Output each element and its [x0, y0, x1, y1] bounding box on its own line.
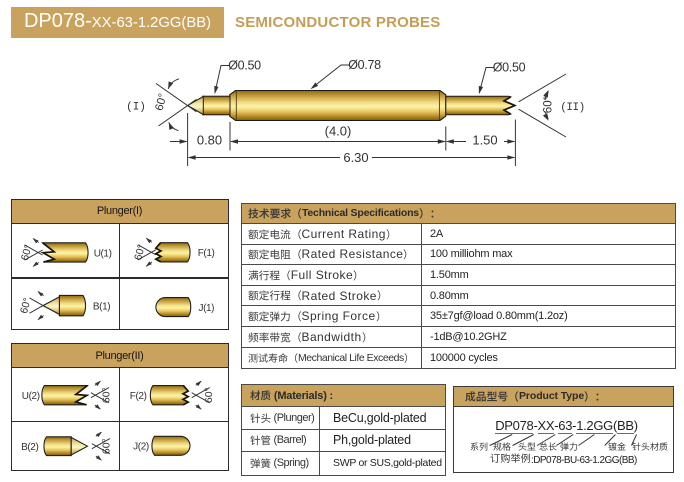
svg-text:Ø0.78: Ø0.78	[348, 58, 381, 72]
svg-text:F(1): F(1)	[197, 248, 214, 259]
svg-text:U(1): U(1)	[93, 248, 111, 259]
svg-text:Ø0.50: Ø0.50	[493, 61, 526, 75]
svg-text:60°: 60°	[19, 243, 34, 261]
svg-text:Ø0.50: Ø0.50	[228, 59, 261, 73]
svg-text:J(1): J(1)	[198, 302, 214, 313]
svg-text:6.30: 6.30	[343, 150, 368, 165]
svg-text:U(2): U(2)	[21, 391, 39, 402]
svg-text:60°: 60°	[154, 92, 170, 112]
svg-text:60°: 60°	[203, 387, 214, 403]
svg-text:1.50: 1.50	[472, 132, 497, 147]
svg-text:60°: 60°	[543, 96, 555, 113]
svg-text:B(2): B(2)	[21, 442, 38, 453]
svg-text:60°: 60°	[101, 438, 112, 454]
svg-text:60°: 60°	[19, 296, 34, 314]
svg-text:J(2): J(2)	[133, 441, 149, 452]
svg-text:(4.0): (4.0)	[325, 123, 352, 138]
svg-text:60°: 60°	[133, 243, 148, 261]
svg-text:0.80: 0.80	[197, 132, 222, 147]
svg-text:F(2): F(2)	[129, 391, 146, 402]
svg-text:60°: 60°	[101, 387, 112, 403]
svg-text:(I): (I)	[126, 102, 146, 114]
svg-text:B(1): B(1)	[92, 301, 109, 312]
svg-text:(II): (II)	[560, 102, 584, 114]
